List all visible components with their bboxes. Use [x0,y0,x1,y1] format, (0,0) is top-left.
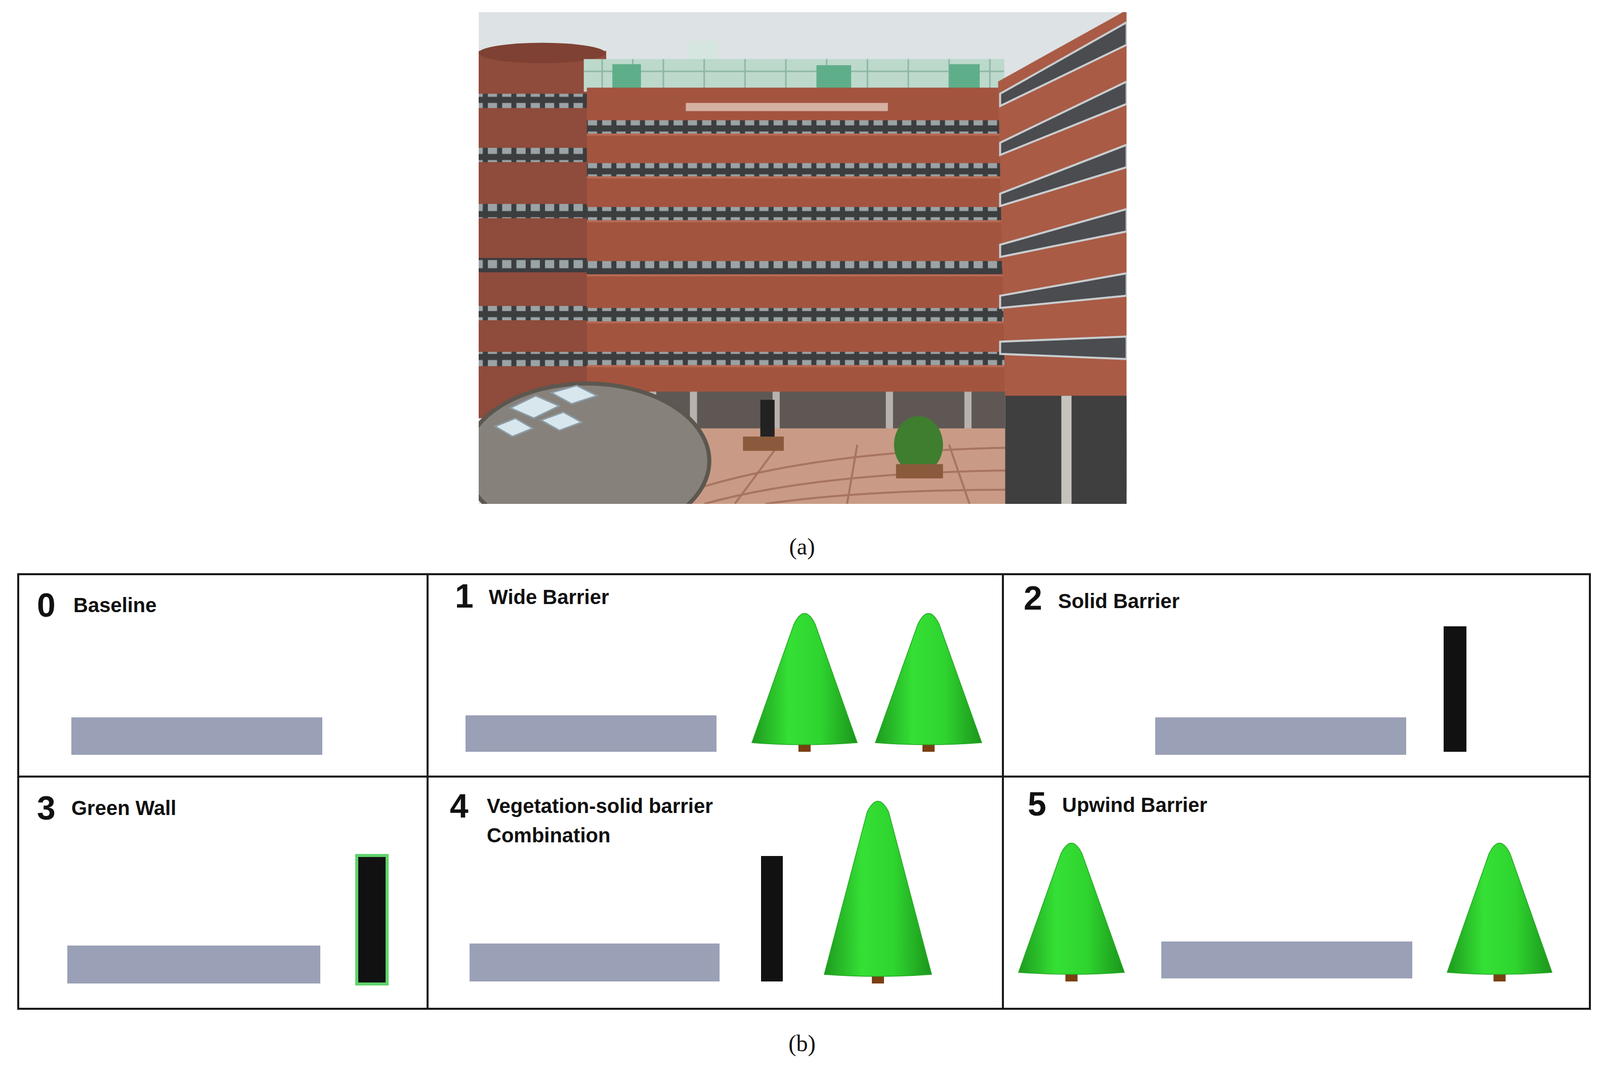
road-bar [71,717,323,755]
tree-symbol [824,801,932,984]
panel-title: Baseline [73,590,157,620]
road-bar [1161,941,1413,979]
panel-title: Upwind Barrier [1062,790,1208,820]
panel-title: Solid Barrier [1058,586,1180,616]
road-bar [67,945,321,984]
panel-number: 0 [36,587,56,623]
road-bar [469,943,720,982]
panel-title: Wide Barrier [488,582,610,612]
panel-number: 2 [1023,580,1043,616]
solid-barrier [1443,626,1467,752]
road-bar [465,715,717,752]
panel-number: 1 [454,578,474,614]
solid-barrier [761,856,783,982]
tree-symbol [1018,843,1125,982]
tree-symbol [751,613,858,752]
tree-symbol [875,613,982,752]
panel-title: Vegetation-solid barrier Combination [486,791,750,851]
scenario-panel: 2 Solid Barrier [1001,573,1591,778]
scenario-panel: 4 Vegetation-solid barrier Combination [426,775,1004,1010]
panel-number: 5 [1027,786,1047,822]
tree-symbol [1447,843,1552,982]
scenario-panel: 1 Wide Barrier [426,573,1004,778]
panel-number: 4 [449,788,469,824]
subfigure-label: (a) [788,532,815,562]
scenario-panel: 0 Baseline [17,573,429,778]
road-bar [1155,717,1407,755]
scenario-panel: 3 Green Wall [17,775,429,1010]
green-wall [356,855,388,985]
scenario-panel: 5 Upwind Barrier [1001,775,1591,1010]
subfigure-label: (b) [788,1029,816,1059]
panel-title: Green Wall [71,793,177,823]
panel-number: 3 [36,790,56,826]
